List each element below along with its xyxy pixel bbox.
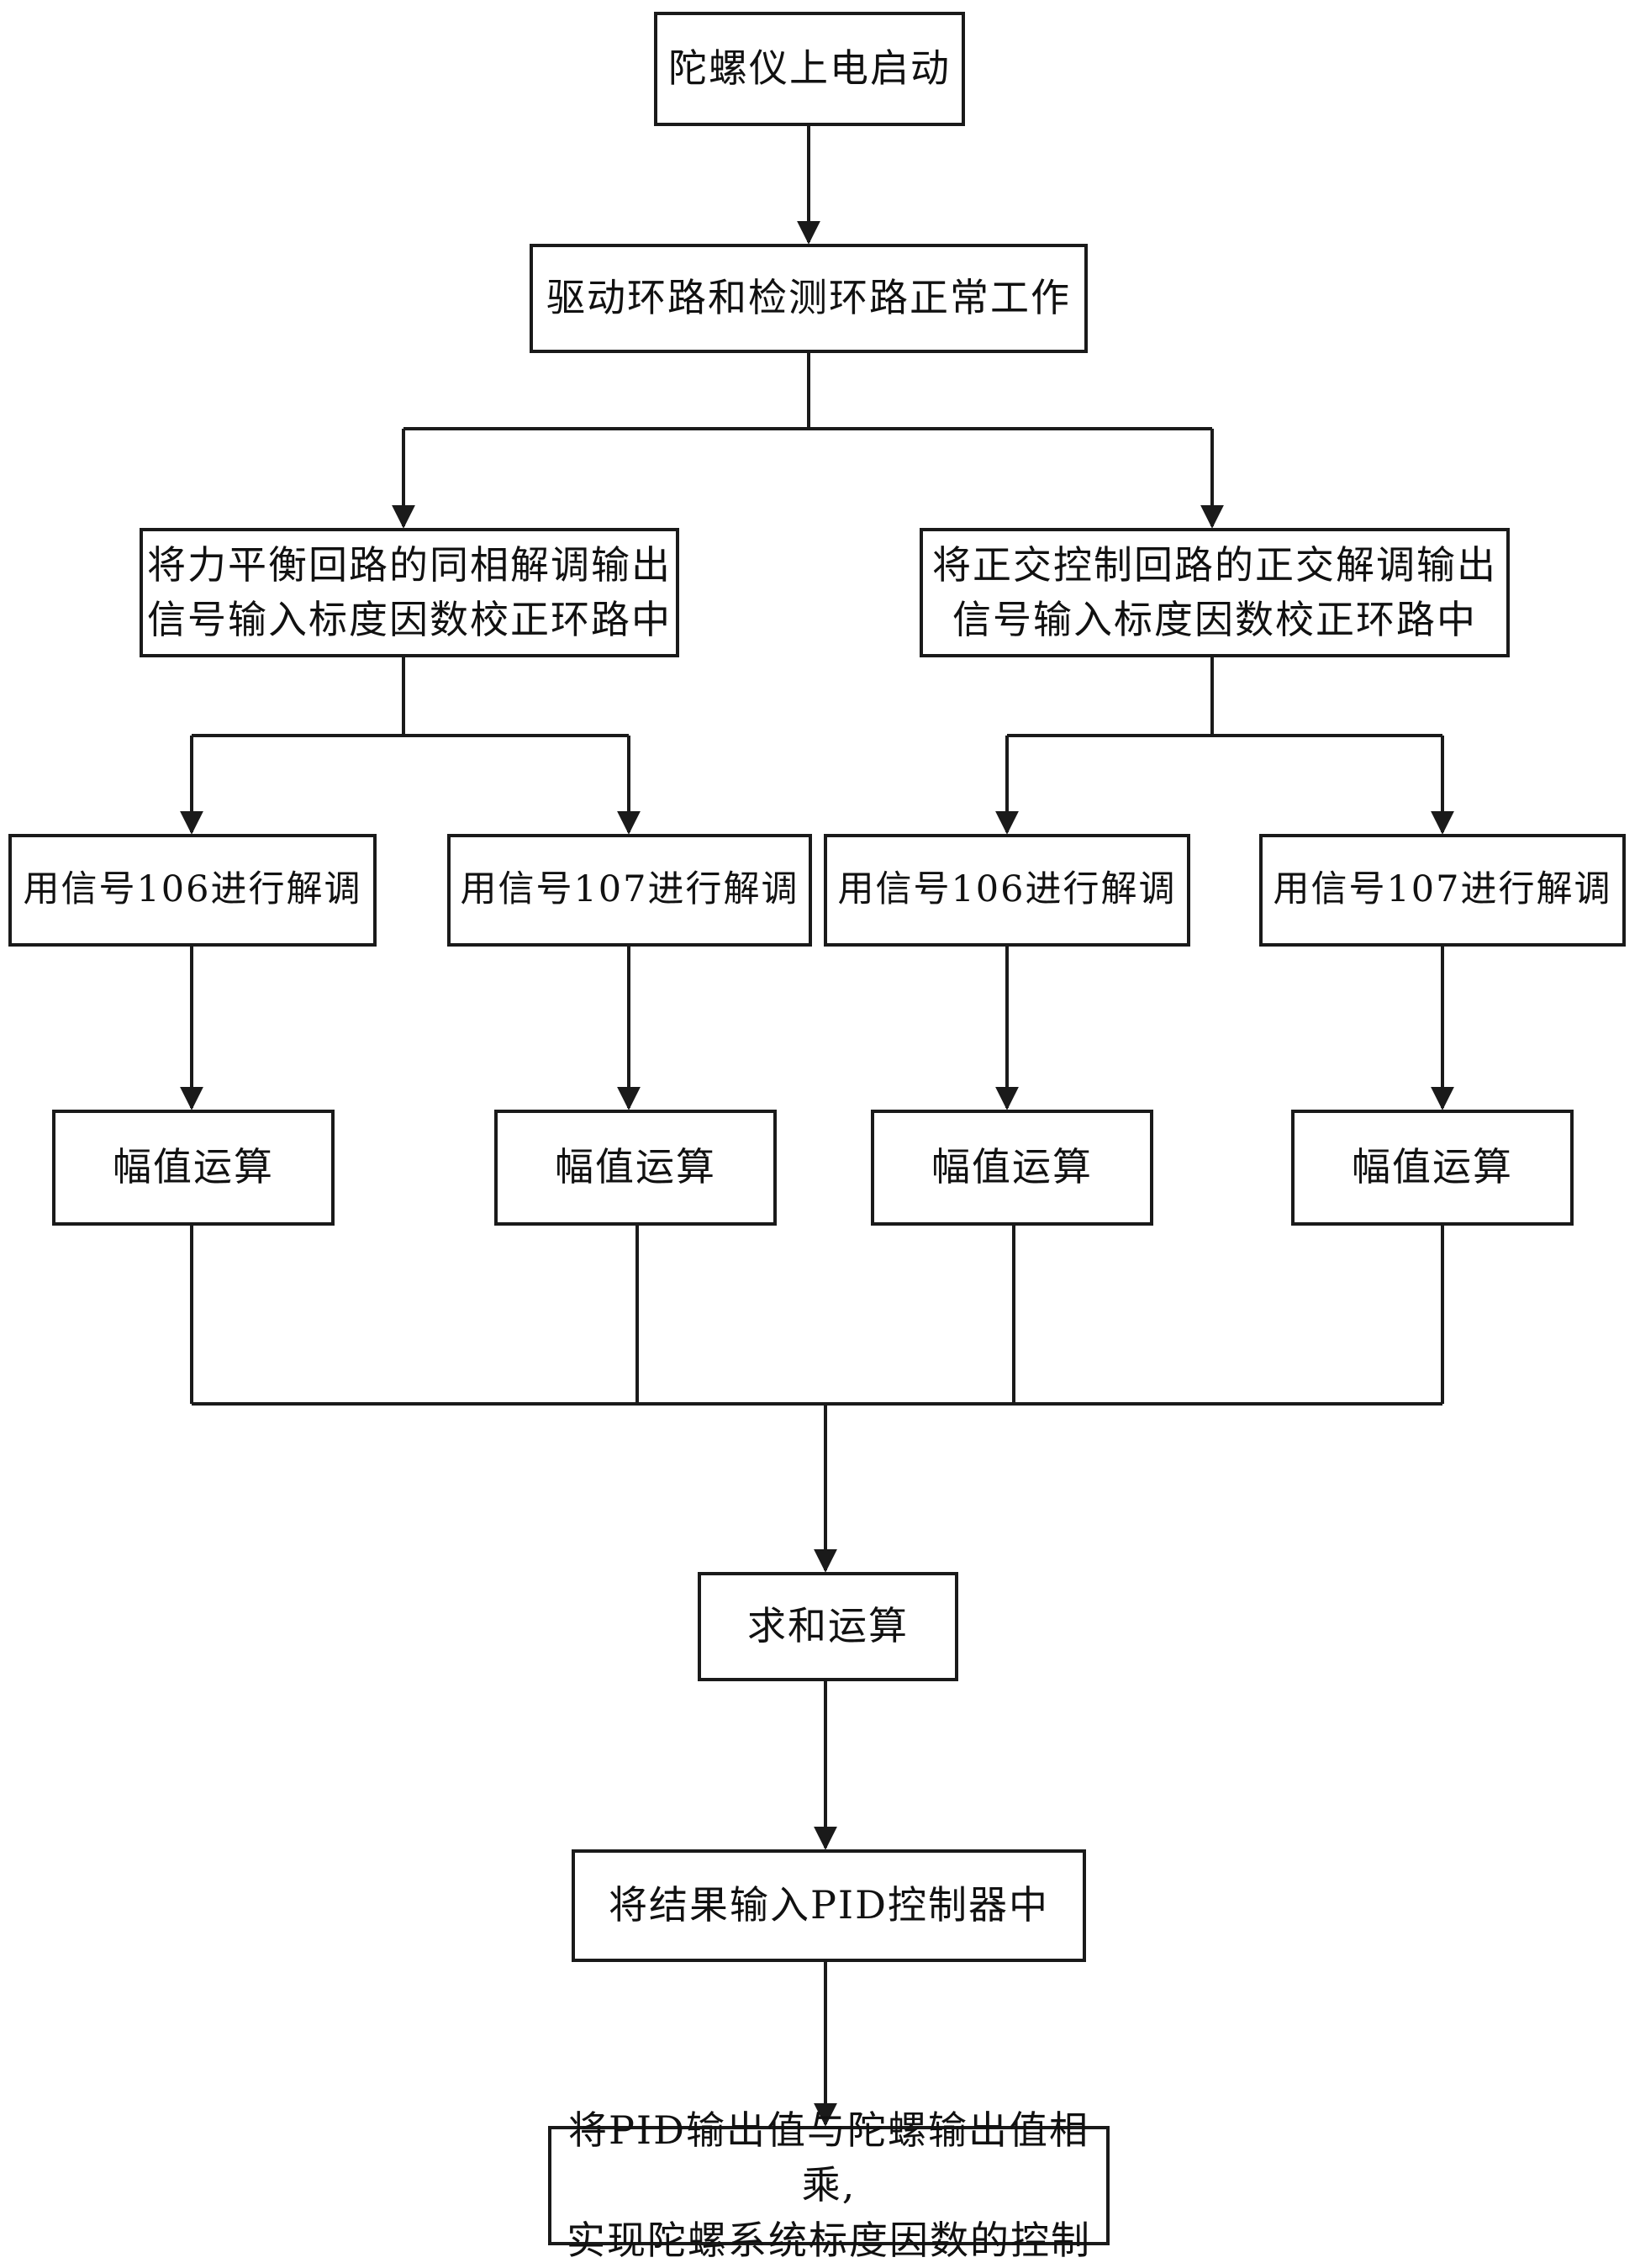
node-amplitude-calc-4: 幅值运算	[1291, 1110, 1574, 1226]
node-demod-inphase-signal-107: 用信号107进行解调	[447, 834, 812, 947]
node-scale-factor-control: 将PID输出值与陀螺输出值相乘, 实现陀螺系统标度因数的控制	[548, 2107, 1110, 2263]
node-amplitude-calc-1: 幅值运算	[52, 1110, 335, 1226]
node-gyro-power-on: 陀螺仪上电启动	[654, 12, 965, 126]
node-demod-quadrature-signal-107: 用信号107进行解调	[1259, 834, 1626, 947]
node-quadrature-demod-input: 将正交控制回路的正交解调输出 信号输入标度因数校正环路中	[920, 528, 1510, 657]
node-sum-calc: 求和运算	[698, 1572, 958, 1681]
node-pid-controller-input: 将结果输入PID控制器中	[572, 1849, 1086, 1962]
node-amplitude-calc-2: 幅值运算	[494, 1110, 777, 1226]
node-amplitude-calc-3: 幅值运算	[871, 1110, 1153, 1226]
node-loops-normal-work: 驱动环路和检测环路正常工作	[530, 244, 1088, 353]
node-demod-inphase-signal-106: 用信号106进行解调	[8, 834, 377, 947]
node-inphase-demod-input: 将力平衡回路的同相解调输出 信号输入标度因数校正环路中	[140, 528, 679, 657]
node-demod-quadrature-signal-106: 用信号106进行解调	[824, 834, 1190, 947]
